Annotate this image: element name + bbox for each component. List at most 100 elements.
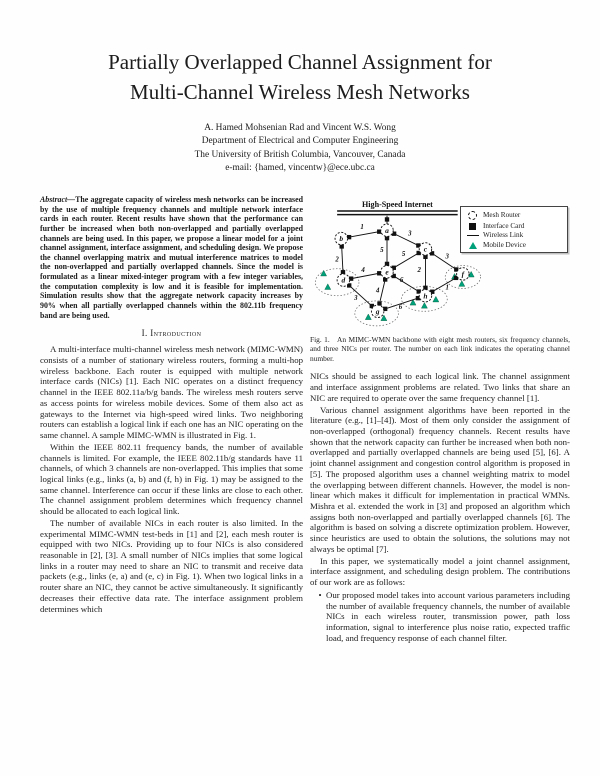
channel-number-label: 2 xyxy=(334,256,339,263)
nic-square xyxy=(423,285,428,290)
coverage-ellipse xyxy=(314,268,360,297)
nic-square xyxy=(423,254,428,260)
paper-title-line1: Partially Overlapped Channel Assignment … xyxy=(108,50,492,74)
nic-square xyxy=(430,289,435,294)
nic-square xyxy=(384,217,390,222)
nic-square xyxy=(340,270,346,275)
mobile-device-icon xyxy=(458,280,466,287)
affiliation-department: Department of Electrical and Computer En… xyxy=(201,136,399,147)
intro-paragraph-3: The number of available NICs in each rou… xyxy=(40,517,303,614)
nic-square xyxy=(382,306,388,312)
bullet-text: Our proposed model takes into account va… xyxy=(326,589,570,643)
nic-square xyxy=(454,267,459,272)
mobile-device-icon xyxy=(380,314,388,321)
mobile-device-icon xyxy=(320,269,327,277)
paper-title: Partially Overlapped Channel Assignment … xyxy=(0,48,600,108)
channel-number-label: 3 xyxy=(445,253,450,260)
body-paragraph-3: In this paper, we systematically model a… xyxy=(310,555,570,588)
nic-square xyxy=(384,235,390,241)
bullet-marker: • xyxy=(318,589,322,600)
mesh-router-node xyxy=(456,267,470,281)
nic-square xyxy=(369,303,374,309)
mobile-device-icon xyxy=(324,283,332,290)
mesh-router-node xyxy=(418,242,433,256)
legend-label: Interface Card xyxy=(483,221,525,230)
intro-paragraph-2: Within the IEEE 802.11 frequency bands, … xyxy=(40,441,303,517)
figure-legend: Mesh Router Interface Card Wireless Link… xyxy=(460,206,568,254)
two-column-body: Abstract—The aggregate capacity of wirel… xyxy=(40,195,570,643)
author-email: e-mail: {hamed, vincentw}@ece.ubc.ca xyxy=(225,163,375,174)
coverage-ellipse xyxy=(354,300,399,327)
body-paragraph-1: NICs should be assigned to each logical … xyxy=(310,371,570,403)
nic-square xyxy=(346,234,352,240)
internet-label: High-Speed Internet xyxy=(362,200,433,209)
abstract-text: The aggregate capacity of wireless mesh … xyxy=(40,195,303,320)
mesh-router-node xyxy=(336,273,351,287)
nic-square xyxy=(416,243,421,248)
affiliation-university: The University of British Columbia, Vanc… xyxy=(194,149,406,160)
title-block: Partially Overlapped Channel Assignment … xyxy=(0,48,600,108)
nic-square xyxy=(391,265,396,270)
mobile-device-icon xyxy=(364,313,372,320)
coverage-ellipse xyxy=(444,265,481,289)
nic-square xyxy=(347,283,352,288)
router-label: a xyxy=(385,226,389,235)
channel-number-label: 4 xyxy=(360,267,365,274)
nic-square xyxy=(339,244,344,249)
router-label: h xyxy=(423,291,427,300)
legend-label: Mesh Router xyxy=(483,210,521,219)
interface-card-icon xyxy=(466,222,479,230)
left-column: Abstract—The aggregate capacity of wirel… xyxy=(40,195,303,643)
authors: A. Hamed Mohsenian Rad and Vincent W.S. … xyxy=(204,123,396,133)
paper-title-line2: Multi-Channel Wireless Mesh Networks xyxy=(130,79,470,104)
mesh-router-icon xyxy=(466,211,479,220)
wireless-link-icon xyxy=(466,235,479,237)
channel-number-label: 5 xyxy=(380,247,384,254)
nic-square xyxy=(391,231,397,236)
nic-square xyxy=(416,250,421,256)
mobile-device-icon xyxy=(466,242,479,249)
legend-row-wireless-link: Wireless Link xyxy=(466,231,563,239)
router-label: d xyxy=(342,276,346,285)
nic-square xyxy=(377,301,382,306)
router-label: f xyxy=(462,269,466,278)
mobile-device-icon xyxy=(432,295,440,303)
mesh-router-node xyxy=(418,289,433,303)
figure-caption-text: An MIMC-WMN backbone with eight mesh rou… xyxy=(310,335,570,363)
nic-square xyxy=(377,229,382,234)
abstract-lead: Abstract— xyxy=(40,195,76,204)
mesh-router-node xyxy=(380,223,394,237)
legend-row-mobile-device: Mobile Device xyxy=(466,240,563,249)
figure-caption-prefix: Fig. 1. xyxy=(310,335,330,344)
author-block: A. Hamed Mohsenian Rad and Vincent W.S. … xyxy=(0,122,600,175)
channel-number-label: 6 xyxy=(399,304,403,311)
legend-label: Mobile Device xyxy=(483,240,526,249)
nic-square xyxy=(384,261,390,267)
mobile-device-icon xyxy=(409,299,417,306)
legend-row-interface-card: Interface Card xyxy=(466,221,563,230)
legend-row-mesh-router: Mesh Router xyxy=(466,211,563,220)
channel-number-label: 6 xyxy=(400,277,404,284)
router-label: b xyxy=(339,234,343,243)
channel-number-label: 4 xyxy=(375,288,380,295)
nic-square xyxy=(453,275,459,281)
router-label: g xyxy=(375,307,380,316)
figure-caption: Fig. 1. An MIMC-WMN backbone with eight … xyxy=(310,335,570,363)
nic-square xyxy=(429,251,435,256)
mobile-device-icon xyxy=(421,302,428,309)
nic-square xyxy=(391,273,396,279)
mobile-device-icon xyxy=(467,270,475,278)
mesh-router-node xyxy=(380,265,394,279)
nic-square xyxy=(383,277,388,282)
contribution-bullet-1: • Our proposed model takes into account … xyxy=(314,590,570,644)
router-label: c xyxy=(424,245,428,254)
nic-square xyxy=(416,289,421,294)
channel-number-label: 3 xyxy=(407,230,412,237)
router-label: e xyxy=(385,267,389,276)
mesh-router-node xyxy=(370,304,385,318)
abstract: Abstract—The aggregate capacity of wirel… xyxy=(40,195,303,320)
